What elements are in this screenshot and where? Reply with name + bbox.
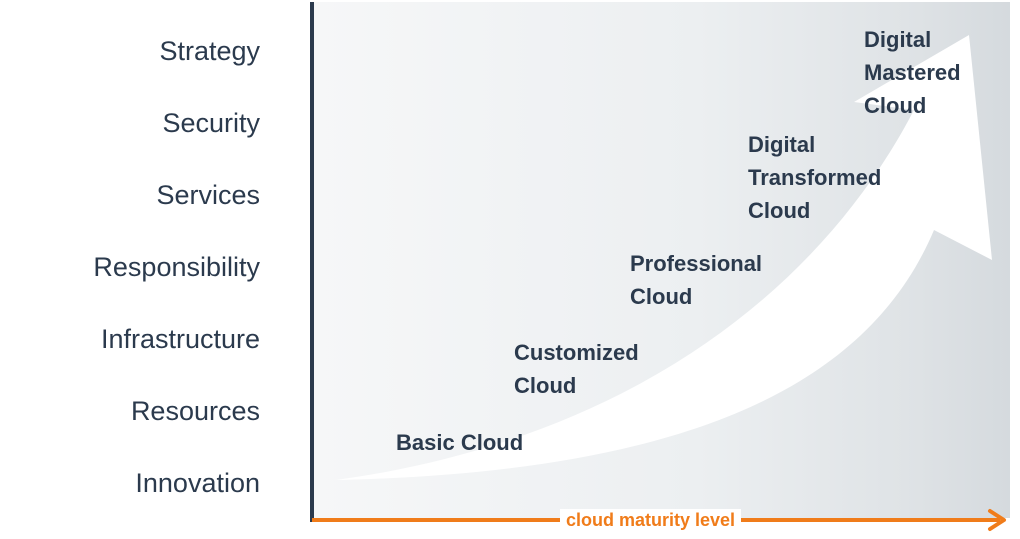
stage-basic-cloud: Basic Cloud <box>396 426 523 459</box>
x-axis-label: cloud maturity level <box>560 509 742 531</box>
stage-line: Transformed <box>748 165 882 190</box>
stage-line: Cloud <box>630 284 693 309</box>
dimension-strategy: Strategy <box>159 36 260 66</box>
stage-line: Cloud <box>514 373 577 398</box>
stage-line: Basic Cloud <box>396 430 524 455</box>
stage-line: Digital <box>864 27 932 52</box>
dimension-innovation: Innovation <box>135 468 260 498</box>
stage-customized-cloud: Customized Cloud <box>514 336 639 402</box>
dimension-responsibility: Responsibility <box>93 252 260 282</box>
stage-digital-mastered-cloud: Digital Mastered Cloud <box>864 23 961 122</box>
growth-arrow <box>336 35 992 480</box>
stage-line: Mastered <box>864 60 961 85</box>
stage-digital-transformed-cloud: Digital Transformed Cloud <box>748 128 881 227</box>
dimension-security: Security <box>162 108 260 138</box>
dimension-resources: Resources <box>130 396 260 426</box>
stage-line: Digital <box>748 132 816 157</box>
dimension-infrastructure: Infrastructure <box>100 324 260 354</box>
dimension-services: Services <box>156 180 260 210</box>
vertical-axis <box>310 2 314 522</box>
stage-professional-cloud: Professional Cloud <box>630 247 762 313</box>
stage-line: Cloud <box>748 198 811 223</box>
stage-line: Customized <box>514 340 639 365</box>
stage-line: Professional <box>630 251 763 276</box>
stage-line: Cloud <box>864 93 927 118</box>
